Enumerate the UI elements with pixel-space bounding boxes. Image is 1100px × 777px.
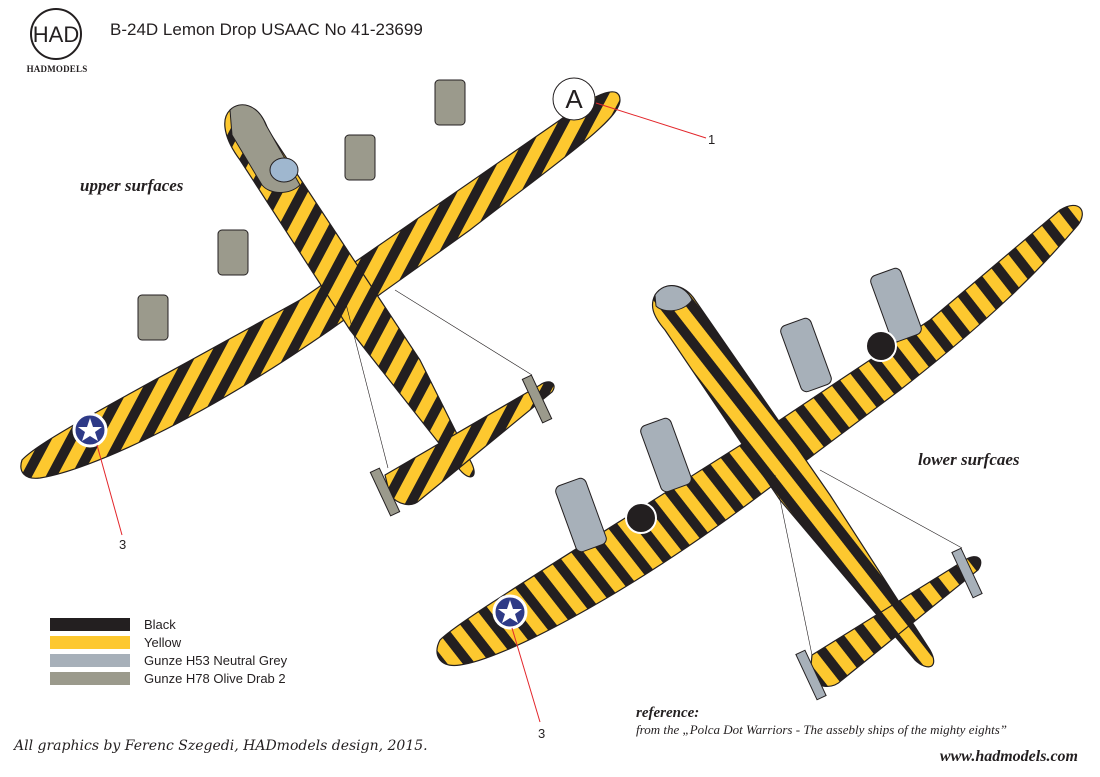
logo-text: HADMODELS — [26, 64, 88, 74]
legend-label: Gunze H53 Neutral Grey — [144, 652, 288, 668]
page-title: B-24D Lemon Drop USAAC No 41-23699 — [110, 20, 423, 39]
callout-number: 3 — [119, 537, 127, 552]
callout-number: 3 — [538, 726, 546, 741]
legend-label: Black — [144, 616, 176, 632]
reference-text: from the „Polca Dot Warriors - The asseb… — [636, 722, 1007, 737]
credit-line: All graphics by Ferenc Szegedi, HADmodel… — [14, 738, 428, 754]
logo-badge: HAD — [30, 8, 82, 60]
lower-surfaces-label: lower surfcaes — [918, 450, 1020, 469]
reference-block: reference: from the „Polca Dot Warriors … — [636, 705, 1007, 738]
color-swatch — [50, 671, 130, 685]
lower-surfaces-aircraft — [436, 204, 1083, 723]
color-swatch — [50, 635, 130, 649]
upper-surfaces-aircraft — [20, 77, 707, 536]
upper-surfaces-label: upper surfaces — [80, 176, 184, 195]
color-swatch — [50, 617, 130, 631]
color-legend: Black Yellow Gunze H53 Neutral Grey Gunz… — [50, 615, 287, 687]
legend-label: Gunze H78 Olive Drab 2 — [144, 670, 286, 686]
legend-item: Black — [50, 615, 287, 633]
legend-item: Yellow — [50, 633, 287, 651]
website-link[interactable]: www.hadmodels.com — [939, 748, 1078, 765]
legend-item: Gunze H53 Neutral Grey — [50, 651, 287, 669]
color-swatch — [50, 653, 130, 667]
callout-number: 1 — [708, 132, 716, 147]
hadmodels-logo: HAD HADMODELS — [20, 8, 94, 80]
insignia-letter: A — [565, 84, 583, 114]
legend-label: Yellow — [144, 634, 182, 650]
reference-title: reference: — [636, 705, 700, 721]
legend-item: Gunze H78 Olive Drab 2 — [50, 669, 287, 687]
